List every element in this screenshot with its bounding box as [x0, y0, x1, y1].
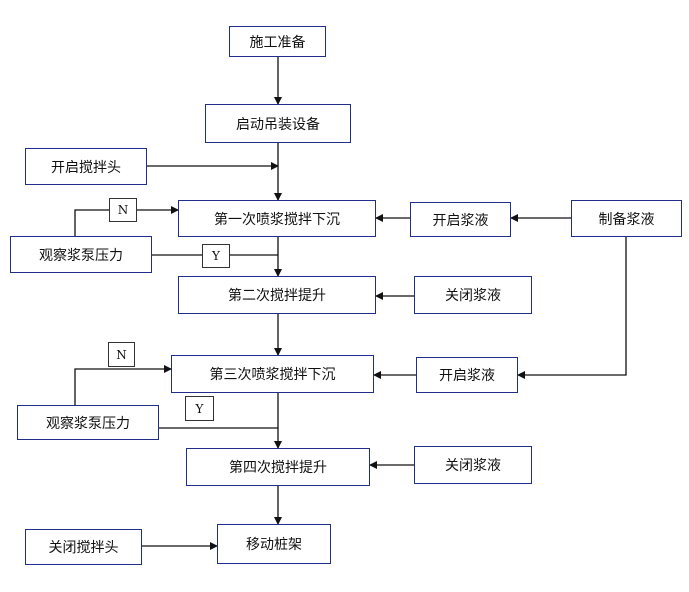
node-close-mixing-head: 关闭搅拌头: [25, 529, 142, 565]
node-first-spray-mix-sink: 第一次喷浆搅拌下沉: [178, 200, 376, 237]
node-close-slurry-1: 关闭浆液: [414, 276, 532, 314]
node-open-mixing-head: 开启搅拌头: [25, 148, 147, 185]
node-close-slurry-2: 关闭浆液: [414, 446, 532, 484]
label-y-2: Y: [185, 396, 214, 421]
node-second-mix-lift: 第二次搅拌提升: [178, 276, 376, 314]
node-construction-prep: 施工准备: [229, 26, 326, 57]
arrow-prepare-to-open2: [517, 237, 627, 379]
node-start-lifting-equipment: 启动吊装设备: [205, 104, 351, 143]
arrow-n1-loop: [74, 206, 179, 236]
node-third-spray-mix-sink: 第三次喷浆搅拌下沉: [171, 355, 374, 393]
node-observe-pump-pressure-1: 观察浆泵压力: [10, 236, 152, 273]
label-n-1: N: [109, 198, 137, 222]
node-prepare-slurry: 制备浆液: [571, 200, 682, 237]
node-observe-pump-pressure-2: 观察浆泵压力: [17, 405, 159, 440]
node-open-slurry-1: 开启浆液: [410, 202, 511, 237]
node-move-pile-frame: 移动桩架: [217, 524, 331, 564]
node-fourth-mix-lift: 第四次搅拌提升: [186, 448, 370, 486]
label-y-1: Y: [202, 244, 230, 268]
arrow-n2-loop: [74, 365, 172, 405]
label-n-2: N: [108, 342, 135, 367]
node-open-slurry-2: 开启浆液: [416, 357, 518, 393]
